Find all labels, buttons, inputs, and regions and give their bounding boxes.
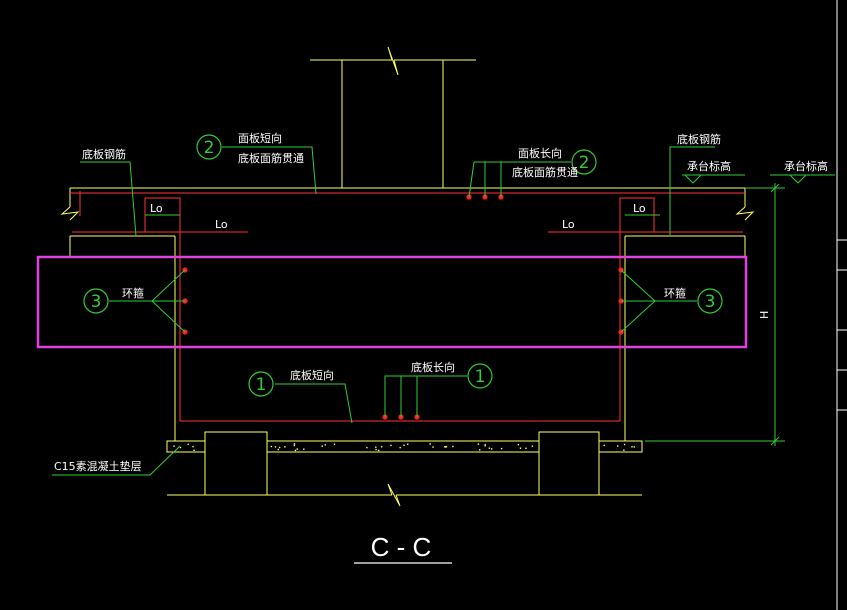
section-title: C - C bbox=[371, 532, 432, 562]
cushion-speckle bbox=[375, 448, 377, 451]
cushion-speckle bbox=[380, 446, 383, 448]
label-lo-3: Lo bbox=[633, 202, 646, 215]
cushion-speckle bbox=[531, 445, 534, 447]
cushion-speckle bbox=[277, 448, 279, 451]
cushion-speckle bbox=[274, 446, 277, 448]
label-cap-elevation-outer: 承台标高 bbox=[784, 159, 828, 173]
cushion-speckle bbox=[617, 445, 619, 447]
cushion-speckle bbox=[519, 447, 522, 449]
label-top-through-right: 底板面筋贯通 bbox=[512, 165, 578, 179]
cushion-speckle bbox=[484, 445, 486, 447]
cushion-speckle bbox=[479, 449, 481, 451]
label-lo-4: Lo bbox=[562, 218, 575, 231]
cushion-speckle bbox=[429, 443, 431, 445]
cushion-speckle bbox=[432, 446, 434, 448]
cushion-speckle bbox=[324, 444, 326, 446]
cushion-layer bbox=[166, 431, 643, 507]
callout-number-1-left: 1 bbox=[256, 375, 267, 395]
zigzag-break-icon bbox=[60, 206, 80, 221]
cushion-speckle bbox=[484, 444, 486, 446]
callout-number-3-left: 3 bbox=[91, 292, 102, 312]
label-lo-2: Lo bbox=[215, 218, 228, 231]
label-bottom-short: 底板短向 bbox=[290, 368, 334, 382]
label-bottom-long: 底板长向 bbox=[411, 360, 455, 374]
highlight-box bbox=[36, 255, 748, 349]
cushion-speckle bbox=[525, 447, 527, 449]
cushion-speckle bbox=[296, 448, 298, 450]
label-bottom-rebar-left: 底板钢筋 bbox=[82, 147, 126, 161]
label-top-through-left: 底板面筋贯通 bbox=[238, 151, 304, 165]
label-lo-1: Lo bbox=[150, 202, 163, 215]
elevation-triangle-icon bbox=[684, 174, 702, 184]
cushion-speckle bbox=[444, 446, 446, 448]
cushion-speckle bbox=[477, 443, 480, 445]
cushion-speckle bbox=[192, 445, 194, 448]
label-hoop-left: 环箍 bbox=[122, 286, 144, 300]
cushion-speckle bbox=[278, 446, 281, 449]
cushion-speckle bbox=[445, 445, 448, 448]
label-height: H bbox=[758, 311, 771, 319]
cushion-speckle bbox=[293, 444, 295, 447]
callout-number-2-right: 2 bbox=[579, 153, 590, 173]
cushion-speckle bbox=[623, 449, 625, 451]
cushion-speckle bbox=[623, 443, 626, 446]
cushion-speckle bbox=[491, 448, 493, 450]
cushion-speckle bbox=[375, 446, 377, 448]
cushion-speckle bbox=[390, 444, 392, 447]
cushion-speckle bbox=[173, 445, 175, 447]
cushion-speckle bbox=[294, 449, 297, 452]
callout-number-1-right: 1 bbox=[475, 367, 486, 387]
label-cap-elevation-inner: 承台标高 bbox=[687, 159, 731, 173]
cushion-speckle bbox=[517, 443, 520, 446]
cushion-speckle bbox=[303, 448, 305, 450]
label-bottom-rebar-right: 底板钢筋 bbox=[677, 132, 721, 146]
cushion-speckle bbox=[293, 443, 296, 445]
cushion-speckle bbox=[193, 449, 195, 451]
callout-circles bbox=[83, 134, 723, 397]
cushion-speckle bbox=[403, 444, 405, 446]
callout-number-3-right: 3 bbox=[705, 292, 716, 312]
cushion-speckle bbox=[284, 446, 286, 448]
cushion-speckle bbox=[321, 445, 323, 447]
leader-lines bbox=[52, 146, 835, 476]
cushion-speckle bbox=[631, 446, 633, 448]
pile-cap-outline bbox=[60, 187, 755, 441]
cushion-speckle bbox=[452, 445, 454, 448]
cushion-speckle bbox=[187, 443, 189, 445]
height-dimension bbox=[645, 183, 785, 446]
cushion-speckle bbox=[366, 446, 368, 449]
label-cushion: C15素混凝土垫层 bbox=[54, 459, 142, 473]
callout-number-2-left: 2 bbox=[204, 138, 215, 158]
cushion-speckle bbox=[270, 445, 273, 448]
cushion-speckle bbox=[603, 444, 605, 447]
cushion-speckle bbox=[633, 446, 635, 448]
drawing-frame bbox=[836, 0, 847, 610]
column-above bbox=[310, 46, 476, 188]
label-top-short: 面板短向 bbox=[238, 131, 282, 145]
cushion-speckle bbox=[377, 449, 380, 452]
cushion-speckle bbox=[444, 446, 447, 448]
cushion-speckle bbox=[488, 447, 491, 449]
label-top-long: 面板长向 bbox=[518, 146, 562, 160]
cushion-speckle bbox=[399, 446, 401, 449]
label-hoop-right: 环箍 bbox=[664, 286, 686, 300]
rebar-lines bbox=[70, 191, 745, 422]
cushion-speckle bbox=[333, 443, 336, 445]
circle-callout-icon bbox=[196, 134, 222, 160]
cushion-speckle bbox=[500, 447, 503, 450]
cushion-speckle bbox=[407, 443, 409, 445]
cushion-speckles bbox=[173, 443, 635, 452]
cushion-speckle bbox=[179, 446, 182, 449]
